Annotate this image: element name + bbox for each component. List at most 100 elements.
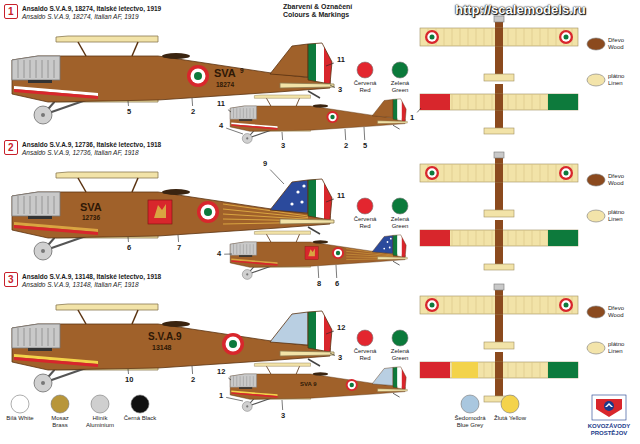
callout-number: 1 [218, 392, 224, 401]
wing-rib [548, 28, 549, 46]
wing-rib [492, 94, 493, 110]
upper-wing [56, 304, 158, 310]
cowling-louvre [250, 108, 251, 118]
wing-rib [452, 164, 453, 182]
leader-line [336, 265, 338, 278]
wing-rib [516, 164, 517, 182]
tail-fin [372, 367, 393, 385]
fuselage-stripe [231, 392, 277, 398]
wing-rib [508, 28, 509, 46]
wheel [34, 242, 52, 260]
wheel [242, 270, 252, 280]
roundel [425, 298, 439, 312]
wing-rib [444, 164, 445, 182]
leader-line [192, 98, 194, 106]
cowling-louvre [54, 196, 55, 214]
maker-logo [592, 395, 626, 420]
brass-stripe [223, 214, 308, 219]
engine-cowling [230, 106, 256, 119]
wing-rib [508, 94, 509, 110]
cockpit [313, 104, 328, 107]
colour-swatch [587, 306, 605, 318]
fuselage-stripe [14, 357, 98, 367]
wheel-hub [246, 137, 248, 139]
cockpit [313, 240, 328, 243]
roundel [330, 115, 334, 119]
roundel [559, 30, 573, 44]
legend-text: Zelená Green [385, 216, 415, 230]
cabane-strut [296, 366, 299, 374]
wing-rib [532, 28, 533, 46]
roundel [336, 251, 340, 255]
cowling-louvre [233, 244, 234, 254]
wheel [242, 134, 252, 144]
cowling-louvre [233, 376, 234, 386]
fin-star [302, 184, 305, 187]
rudder-outline [308, 311, 332, 352]
leader-line [364, 127, 366, 140]
wing-rib [452, 94, 453, 110]
aircraft-profile [230, 363, 407, 411]
cowling-louvre [243, 108, 244, 118]
legend-text: Zelená Green [385, 80, 415, 94]
legend-text: Červená Red [350, 348, 380, 362]
callout-number: 3 [337, 354, 343, 363]
exhaust [239, 119, 252, 121]
callout-number: 2 [190, 108, 196, 117]
aircraft-planform [420, 16, 578, 134]
profile-caption: Ansaldo S.V.A.9, 12736, Italské letectvo… [22, 141, 161, 148]
engine-top [494, 284, 504, 290]
roundel [427, 32, 436, 41]
cowling-louvre [236, 376, 237, 386]
fuselage-marking: SVA 9 [300, 381, 317, 388]
wing-tip-colour [548, 230, 578, 246]
cowling-louvre [54, 60, 55, 78]
wing-rib [532, 94, 533, 110]
cowling-louvre [240, 108, 241, 118]
upper-wing [254, 231, 310, 234]
tail-fin [270, 44, 308, 77]
cowling-louvre [36, 328, 37, 346]
rudder [393, 363, 407, 392]
rudder [393, 231, 407, 260]
wing-rib [516, 230, 517, 246]
cowling-louvre [250, 244, 251, 254]
badge-number: 1 [8, 6, 14, 17]
wing-rib [468, 94, 469, 110]
roundel [427, 168, 436, 177]
upper-wing [56, 172, 158, 178]
rudder [308, 172, 334, 224]
fuselage-top [495, 154, 503, 216]
roundel [204, 208, 212, 216]
brass-stripe [346, 254, 393, 257]
roundel [348, 381, 356, 389]
colour-swatch [392, 330, 408, 346]
wing-rib [540, 362, 541, 378]
wing-rib [476, 164, 477, 182]
cabane-strut [267, 366, 271, 374]
upper-wing [56, 36, 158, 42]
fuselage-top [495, 18, 503, 80]
legend-text: Dřevo Wood [608, 37, 636, 51]
colour-swatch [357, 62, 373, 78]
wing-rib [540, 28, 541, 46]
callout-number: 10 [124, 376, 134, 385]
colour-swatch [587, 210, 605, 222]
exhaust [28, 80, 52, 83]
cowling-louvre [236, 244, 237, 254]
fuselage-bottom [495, 84, 503, 134]
wing-rib [460, 164, 461, 182]
wing-rib [484, 362, 485, 378]
roundel [334, 249, 342, 257]
roundel [427, 300, 436, 309]
rudder-outline [393, 235, 406, 258]
rudder-outline [308, 179, 332, 220]
cabane-strut [296, 98, 299, 106]
cowling-louvre [253, 108, 254, 118]
colour-swatch [51, 395, 69, 413]
watermark: http://scalemodels.ru [455, 3, 586, 18]
wing-rib [460, 94, 461, 110]
leader-line [226, 397, 243, 401]
wing-rib [460, 28, 461, 46]
wing-rib [476, 28, 477, 46]
